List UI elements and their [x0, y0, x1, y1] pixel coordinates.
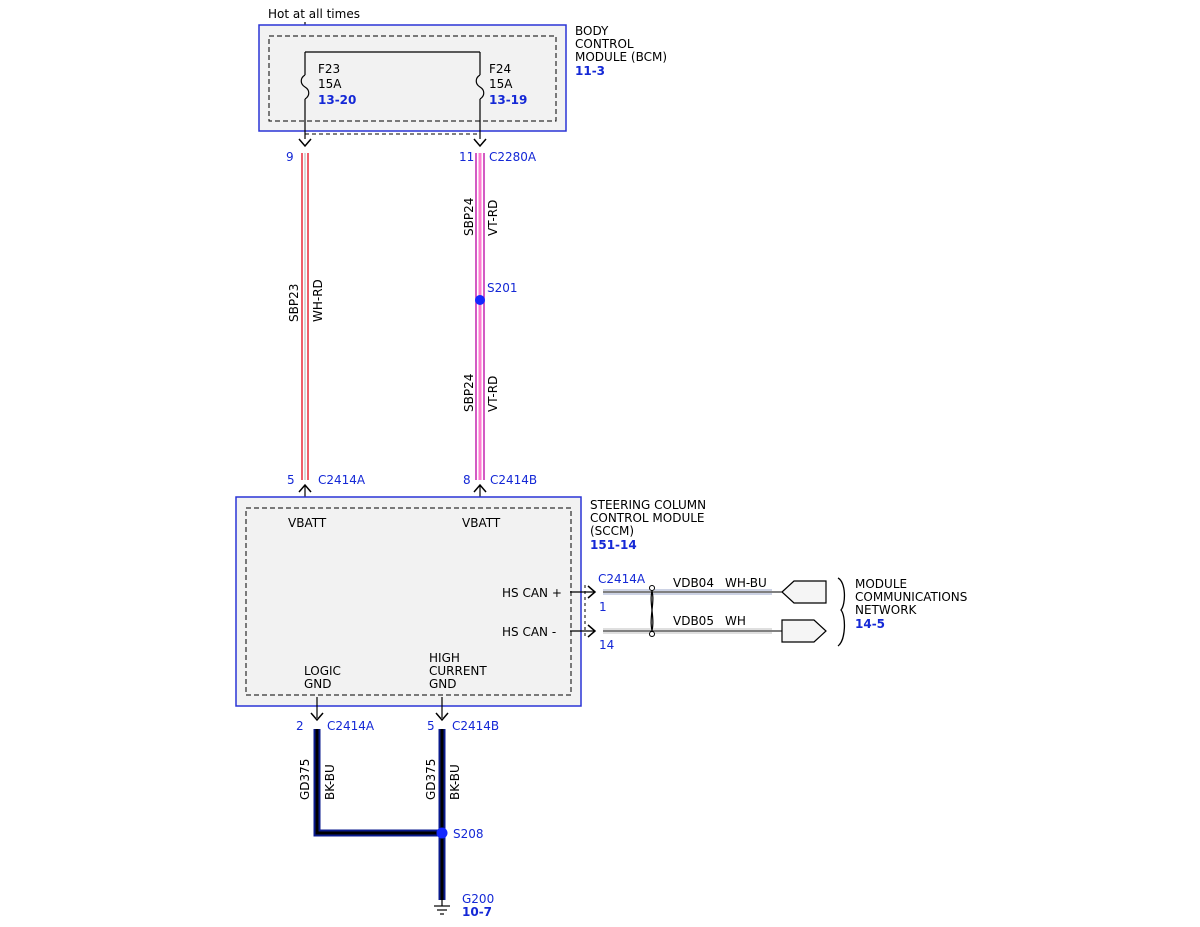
bcm-pin9: 9: [286, 150, 294, 164]
sccm-pin5-bottom: 5: [427, 719, 435, 733]
wire-gd375-right-color: BK-BU: [448, 764, 462, 800]
bcm-name-line-1: BODY: [575, 24, 609, 38]
wire-vdb04-circuit: VDB04: [673, 576, 714, 590]
wire-sbp24-lower-circuit: SBP24: [462, 374, 476, 412]
sccm-box: [235, 496, 582, 707]
sccm-vbatt-left: VBATT: [288, 516, 327, 530]
wire-vdb05[interactable]: [603, 628, 782, 634]
wire-sbp23[interactable]: [301, 153, 309, 480]
sccm-name-line-3: (SCCM): [590, 524, 634, 538]
sccm-pin8-top: 8: [463, 473, 471, 487]
sccm-logic-gnd-line-1: LOGIC: [304, 664, 341, 678]
ground-ref-link[interactable]: 10-7: [462, 905, 492, 919]
fuse-f23-rating: 15A: [318, 77, 342, 91]
fuse-f23-ref-link[interactable]: 13-20: [318, 93, 356, 107]
wire-vdb05-circuit: VDB05: [673, 614, 714, 628]
sccm-connector-c2414b-top: C2414B: [490, 473, 537, 487]
wire-sbp23-circuit: SBP23: [287, 284, 301, 322]
wire-gd375-right-circuit: GD375: [424, 759, 438, 800]
fuse-f23-id: F23: [318, 62, 340, 76]
bcm-name-line-2: CONTROL: [575, 37, 634, 51]
bcm-box: [258, 24, 567, 132]
fuse-f24-id: F24: [489, 62, 511, 76]
wire-sbp23-color: WH-RD: [311, 279, 325, 322]
wire-gd375-left-color: BK-BU: [323, 764, 337, 800]
network-brace-icon: [837, 577, 846, 647]
bcm-inner-dashed: [268, 35, 557, 122]
sccm-inner-dashed: [245, 507, 572, 696]
ground-g200-label: G200: [462, 892, 494, 906]
bcm-module[interactable]: F23 15A 13-20 F24 15A 13-19: [258, 24, 567, 139]
sccm-hs-can-plus: HS CAN +: [502, 586, 562, 600]
sccm-pin5-top: 5: [287, 473, 295, 487]
sccm-connector-c2414a-bottom: C2414A: [327, 719, 375, 733]
sccm-pin2-bottom: 2: [296, 719, 304, 733]
bcm-ref-link[interactable]: 11-3: [575, 64, 605, 78]
wire-gd375-left-circuit: GD375: [298, 759, 312, 800]
sccm-high-gnd-line-1: HIGH: [429, 651, 460, 665]
sccm-logic-gnd-line-2: GND: [304, 677, 332, 691]
sccm-connector-c2414a-top: C2414A: [318, 473, 366, 487]
can-pin14: 14: [599, 638, 614, 652]
wire-sbp24-upper-circuit: SBP24: [462, 198, 476, 236]
bcm-name-line-3: MODULE (BCM): [575, 50, 667, 64]
sccm-name-line-2: CONTROL MODULE: [590, 511, 705, 525]
can-minus-arrow-icon: [587, 624, 597, 638]
sccm-vbatt-right: VBATT: [462, 516, 501, 530]
splice-s208-label: S208: [453, 827, 484, 841]
can-pin1: 1: [599, 600, 607, 614]
bcm-pin11-arrow-icon: [473, 138, 487, 148]
wire-sbp24[interactable]: [475, 153, 485, 480]
power-label: Hot at all times: [268, 7, 360, 21]
sccm-connector-c2414b-bottom: C2414B: [452, 719, 499, 733]
sccm-name-line-1: STEERING COLUMN: [590, 498, 706, 512]
fuse-f23-icon: [300, 74, 310, 100]
network-connector-minus-icon[interactable]: [781, 619, 827, 643]
bcm-connector-c2280a: C2280A: [489, 150, 537, 164]
sccm-high-gnd-line-2: CURRENT: [429, 664, 487, 678]
network-name-line-2: COMMUNICATIONS: [855, 590, 967, 604]
network-name-line-3: NETWORK: [855, 603, 918, 617]
wire-vdb04-color: WH-BU: [725, 576, 767, 590]
fuse-f24-rating: 15A: [489, 77, 513, 91]
can-plus-arrow-icon: [587, 585, 597, 599]
ground-symbol-icon: [434, 900, 450, 915]
bcm-pin9-arrow-icon: [298, 138, 312, 148]
sccm-pin2-arrow-icon: [310, 712, 324, 722]
wire-gd375-left[interactable]: [313, 729, 442, 837]
splice-s201-label: S201: [487, 281, 518, 295]
sccm-ref-link[interactable]: 151-14: [590, 538, 637, 552]
sccm-pin5-bottom-arrow-icon: [435, 712, 449, 722]
wire-vdb04[interactable]: [603, 589, 782, 595]
fuse-f24-ref-link[interactable]: 13-19: [489, 93, 527, 107]
sccm-high-gnd-line-3: GND: [429, 677, 457, 691]
splice-s208-dot[interactable]: [436, 827, 448, 839]
network-ref-link[interactable]: 14-5: [855, 617, 885, 631]
wire-vdb05-color: WH: [725, 614, 746, 628]
wire-sbp24-lower-color: VT-RD: [486, 376, 500, 412]
splice-s201-dot[interactable]: [475, 295, 485, 305]
network-connector-plus-icon[interactable]: [781, 580, 827, 604]
sccm-hs-can-minus: HS CAN -: [502, 625, 556, 639]
wire-sbp24-upper-color: VT-RD: [486, 200, 500, 236]
fuse-f24-icon: [475, 74, 485, 100]
network-name-line-1: MODULE: [855, 577, 907, 591]
can-connector-c2414a: C2414A: [598, 572, 646, 586]
bcm-pin11: 11: [459, 150, 474, 164]
sccm-module[interactable]: VBATT VBATT HS CAN + HS CAN - LOGIC GND …: [235, 496, 582, 707]
